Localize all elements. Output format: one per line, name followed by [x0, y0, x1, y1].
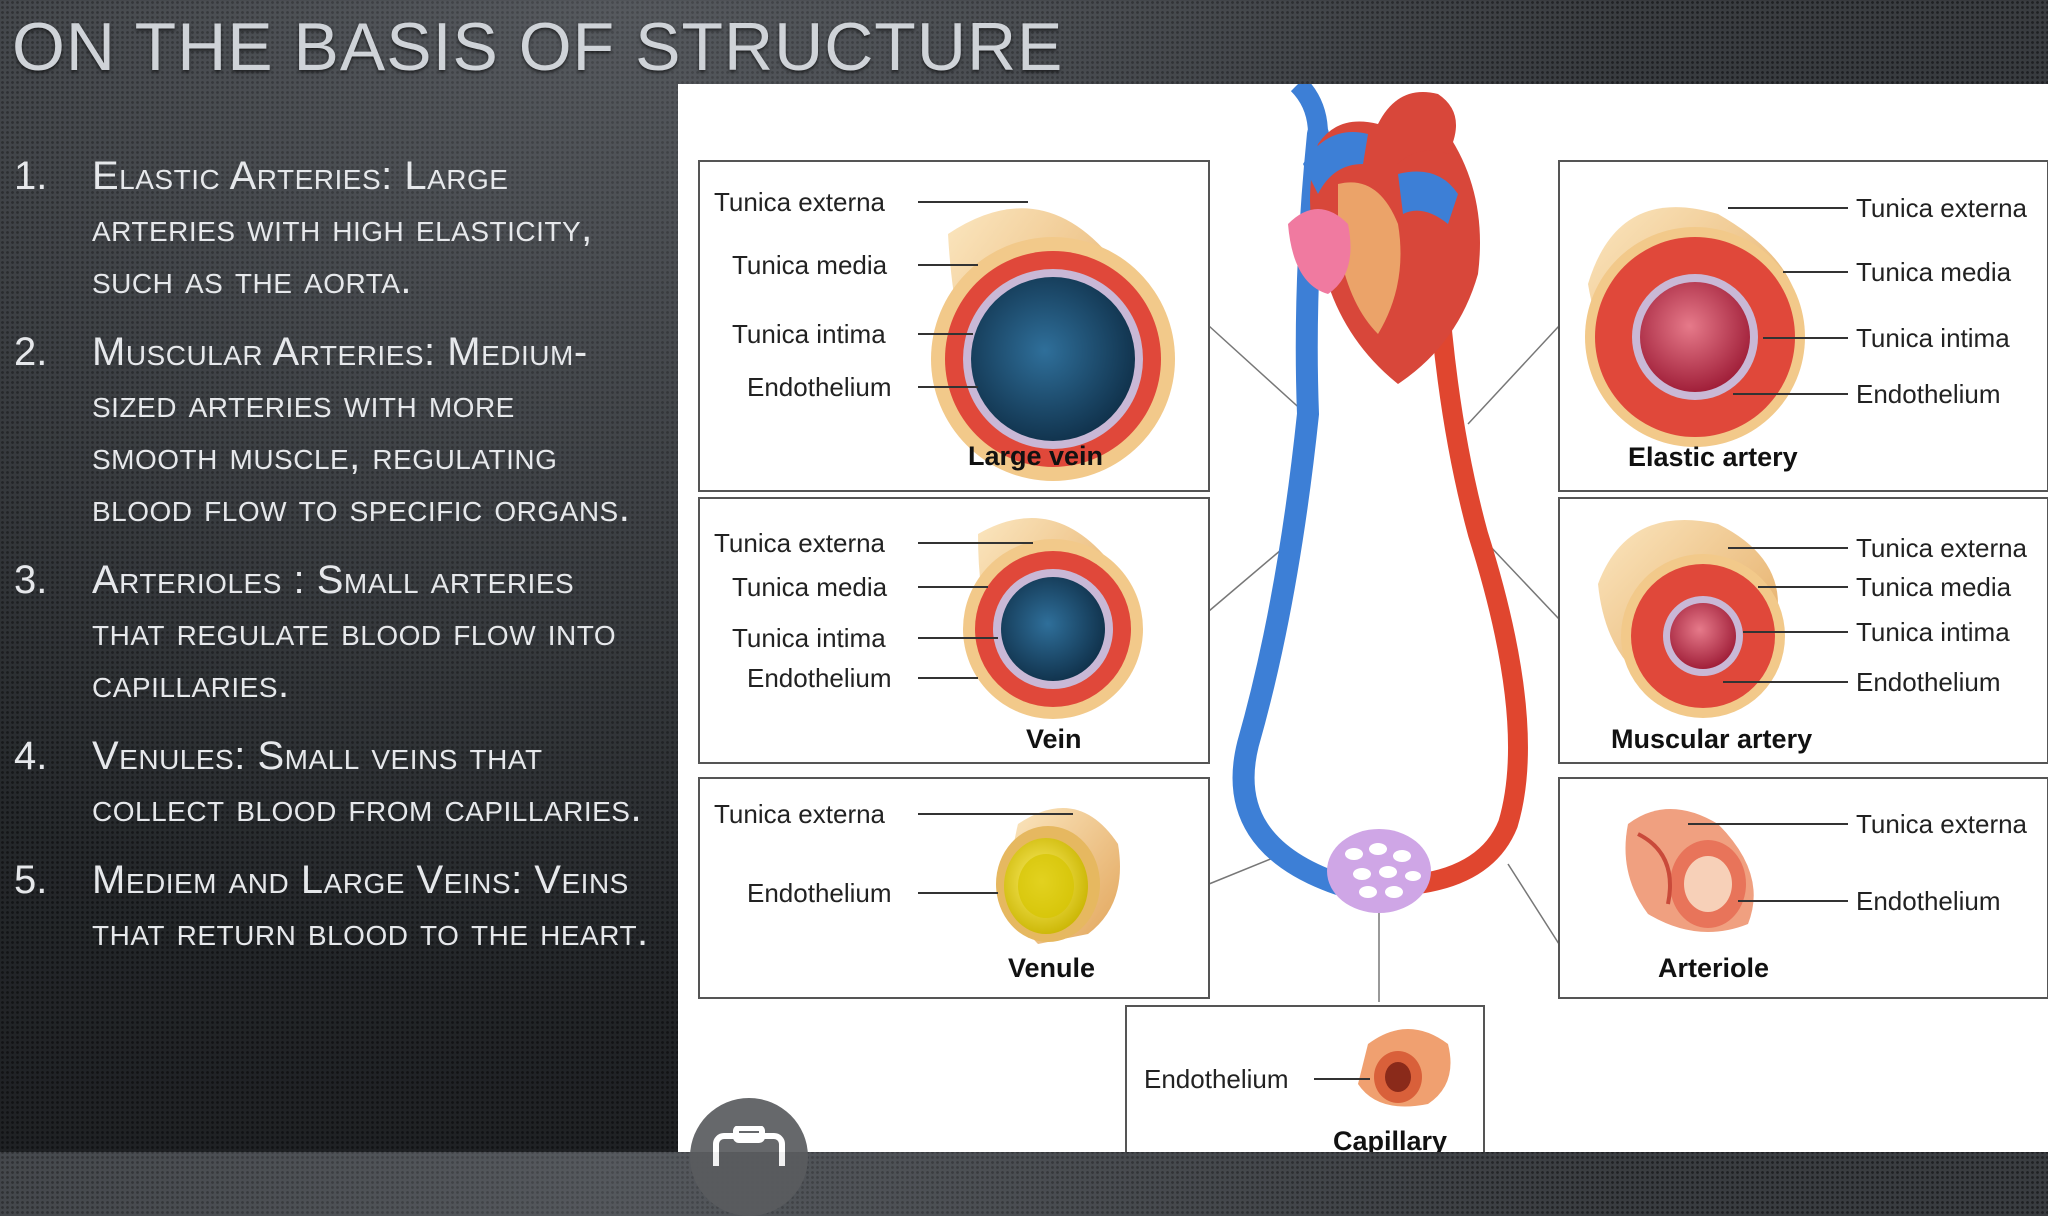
list-number: 3.	[14, 558, 48, 602]
list-number: 4.	[14, 734, 48, 778]
label-endothelium: Endothelium	[1856, 667, 2001, 697]
list-number: 1.	[14, 154, 48, 198]
label-tunica-media: Tunica media	[1856, 257, 2012, 287]
list-item: 5. Mediem and Large Veins: Veins that re…	[0, 854, 660, 958]
elastic-artery-cross-section	[1585, 207, 1805, 447]
label-tunica-intima: Tunica intima	[1856, 617, 2010, 647]
vein-cross-section	[963, 518, 1143, 719]
large-vein-cross-section	[931, 208, 1175, 481]
label-tunica-intima: Tunica intima	[732, 623, 886, 653]
muscular-artery-cross-section	[1598, 520, 1785, 718]
list-number: 2.	[14, 330, 48, 374]
caption-venule: Venule	[1008, 953, 1095, 983]
slide-title: ON THE BASIS OF STRUCTURE	[12, 9, 1064, 85]
caption-arteriole: Arteriole	[1658, 953, 1769, 983]
panel-vein: Tunica externa Tunica media Tunica intim…	[698, 497, 1210, 764]
blood-vessel-diagram: Tunica externa Tunica media Tunica intim…	[678, 84, 2048, 1152]
capillary-cross-section	[1358, 1029, 1451, 1107]
caption-elastic-artery: Elastic artery	[1628, 442, 1798, 472]
panel-arteriole: Tunica externa Endothelium Arteriole	[1558, 777, 2048, 999]
list-text: Venules: Small veins that collect blood …	[92, 734, 643, 830]
list-item: 3. Arterioles : Small arteries that regu…	[0, 554, 660, 710]
panel-muscular-artery: Tunica externa Tunica media Tunica intim…	[1558, 497, 2048, 764]
label-tunica-externa: Tunica externa	[714, 799, 886, 829]
list-number: 5.	[14, 858, 48, 902]
list-item: 1. Elastic Arteries: Large arteries with…	[0, 150, 660, 306]
panel-venule: Tunica externa Endothelium Venule	[698, 777, 1210, 999]
label-tunica-externa: Tunica externa	[714, 528, 886, 558]
arteriole-cross-section	[1625, 809, 1754, 932]
label-endothelium: Endothelium	[747, 878, 892, 908]
label-tunica-intima: Tunica intima	[1856, 323, 2010, 353]
label-tunica-externa: Tunica externa	[714, 187, 886, 217]
camera-icon	[713, 1126, 785, 1166]
list-text: Mediem and Large Veins: Veins that retur…	[92, 858, 649, 954]
list-text: Elastic Arteries: Large arteries with hi…	[92, 154, 593, 302]
caption-large-vein: Large vein	[968, 441, 1103, 471]
connector-lines	[1208, 325, 1560, 1002]
label-endothelium: Endothelium	[1856, 886, 2001, 916]
label-endothelium: Endothelium	[1144, 1064, 1289, 1094]
artery-vessel	[1408, 274, 1528, 894]
panel-large-vein: Tunica externa Tunica media Tunica intim…	[698, 160, 1210, 492]
caption-muscular-artery: Muscular artery	[1611, 724, 1812, 754]
list-text: Arterioles : Small arteries that regulat…	[92, 558, 617, 706]
list-item: 4. Venules: Small veins that collect blo…	[0, 730, 660, 834]
capillary-bed	[1327, 829, 1431, 913]
caption-capillary: Capillary	[1333, 1126, 1447, 1152]
list-text: Muscular Arteries: Medium-sized arteries…	[92, 330, 631, 530]
label-tunica-intima: Tunica intima	[732, 319, 886, 349]
label-tunica-media: Tunica media	[732, 250, 888, 280]
label-tunica-externa: Tunica externa	[1856, 193, 2028, 223]
caption-vein: Vein	[1026, 724, 1082, 754]
panel-capillary: Endothelium Capillary	[1125, 1005, 1485, 1152]
label-tunica-media: Tunica media	[1856, 572, 2012, 602]
heart-illustration	[1288, 92, 1480, 384]
label-tunica-media: Tunica media	[732, 572, 888, 602]
camera-button[interactable]	[690, 1098, 808, 1216]
label-tunica-externa: Tunica externa	[1856, 533, 2028, 563]
venule-cross-section	[996, 808, 1120, 944]
vessel-type-list: 1. Elastic Arteries: Large arteries with…	[0, 150, 660, 978]
list-item: 2. Muscular Arteries: Medium-sized arter…	[0, 326, 660, 534]
label-endothelium: Endothelium	[747, 372, 892, 402]
label-endothelium: Endothelium	[1856, 379, 2001, 409]
label-endothelium: Endothelium	[747, 663, 892, 693]
panel-elastic-artery: Tunica externa Tunica media Tunica intim…	[1558, 160, 2048, 492]
label-tunica-externa: Tunica externa	[1856, 809, 2028, 839]
